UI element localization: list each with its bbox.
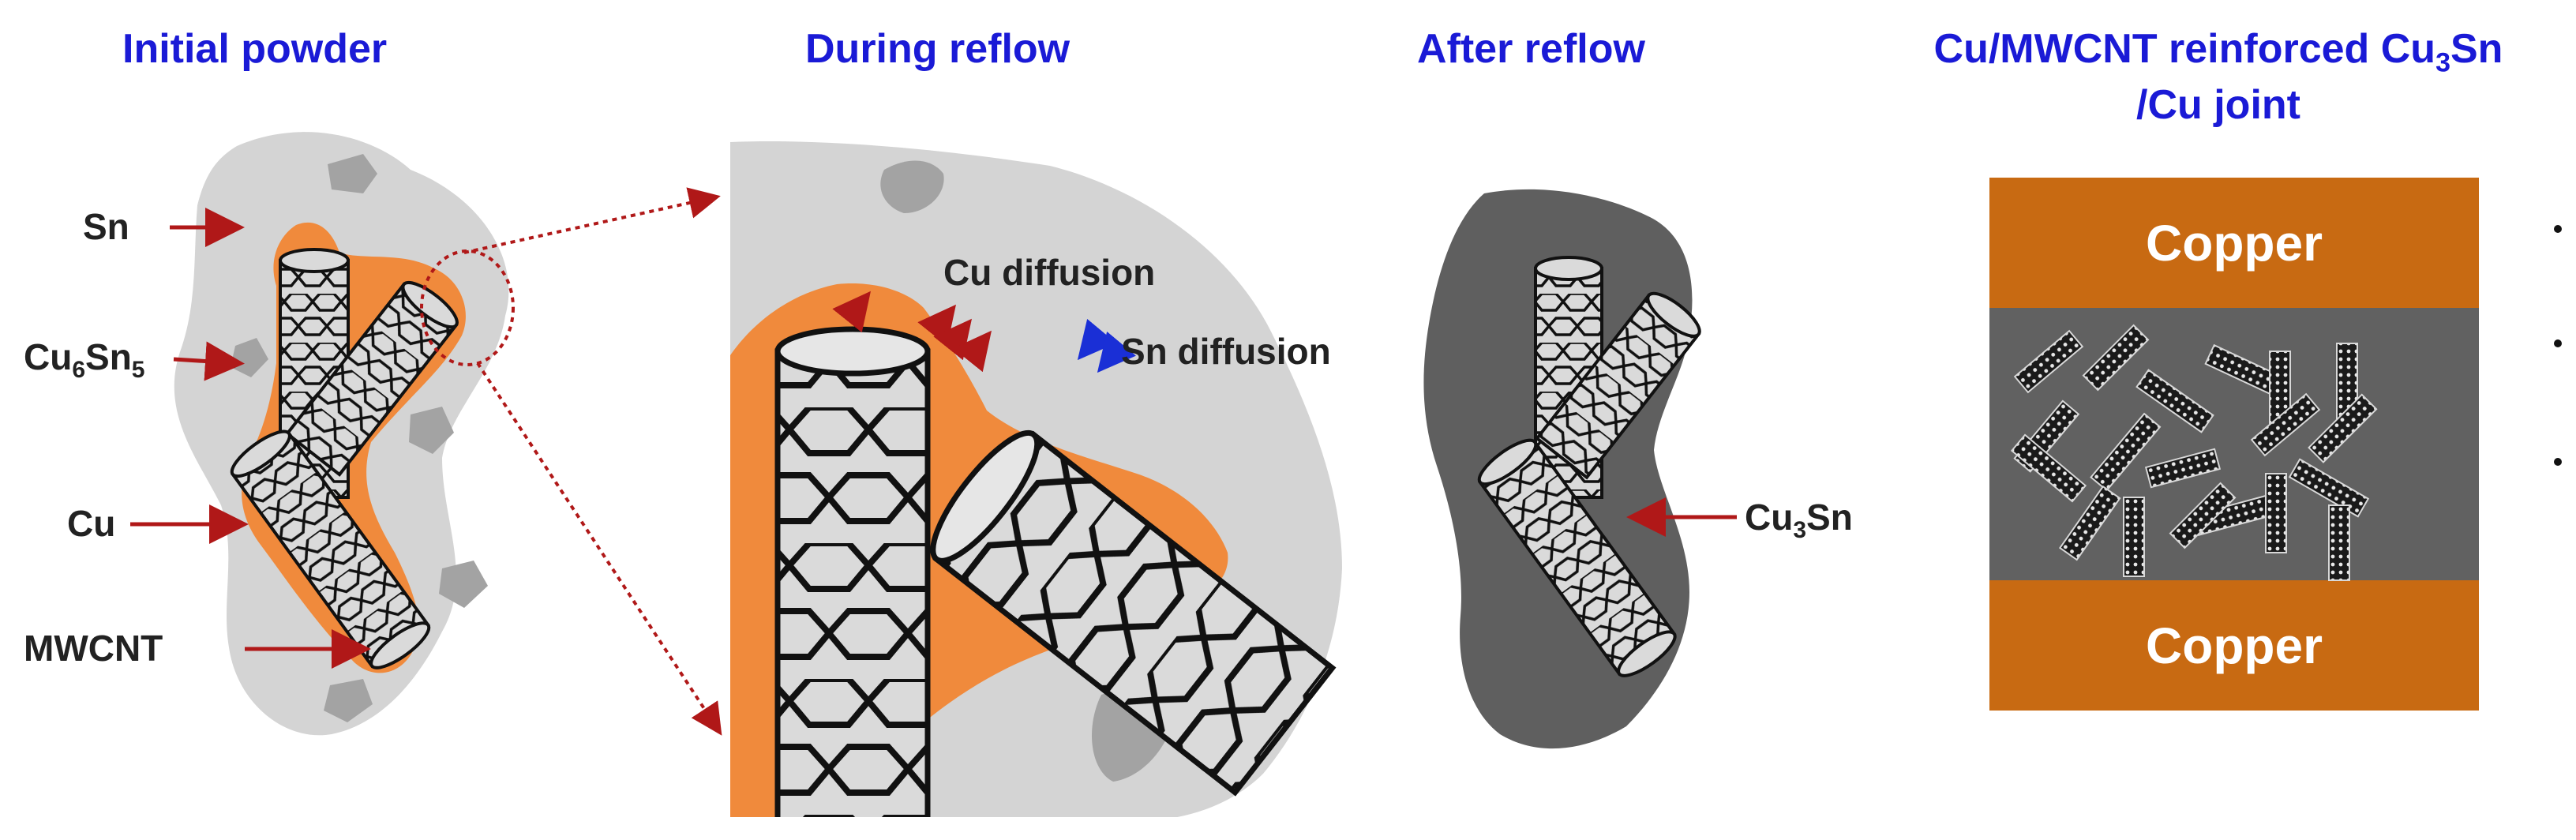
- title-joint-subscript: 3: [2435, 47, 2450, 78]
- label-sn-diffusion: Sn diffusion: [1121, 331, 1331, 372]
- cu6sn5-arrow: [173, 341, 245, 381]
- label-cu6sn5-a: Cu: [24, 336, 73, 377]
- zoom-line-top: [463, 187, 721, 254]
- cu-diffusion-arrow: [953, 330, 992, 373]
- copper-band-bottom: Copper: [1989, 580, 2479, 711]
- label-cu3sn: Cu3Sn: [1745, 496, 1853, 544]
- mwcnt-tube-after-branch: [1535, 291, 1701, 480]
- label-cu3sn-a: Cu: [1745, 497, 1794, 538]
- mwcnt-tube-zoom-diagonal: [930, 429, 1337, 797]
- cu6sn5-grain: [324, 679, 373, 722]
- cu6sn5-grain: [439, 561, 488, 608]
- mwcnt-tube-branch: [285, 280, 459, 477]
- mwcnt-tube-lower: [230, 429, 431, 669]
- cu-diffusion-arrow: [832, 291, 871, 333]
- label-cu3sn-sub: 3: [1793, 517, 1807, 544]
- label-cu-diffusion: Cu diffusion: [943, 252, 1156, 293]
- initial-powder-particle: [174, 132, 515, 736]
- title-joint: Cu/MWCNT reinforced Cu3Sn /Cu joint: [1871, 24, 2566, 131]
- sn-diffusion-arrow: [1077, 318, 1117, 361]
- after-reflow-particle: [1423, 189, 1701, 749]
- label-cu: Cu: [67, 503, 116, 544]
- label-cu3sn-b: Sn: [1806, 497, 1853, 538]
- title-joint-line1-end: Sn: [2450, 26, 2503, 72]
- cu6sn5-grain: [409, 407, 454, 454]
- label-sn: Sn: [83, 206, 129, 247]
- sn-diffusion-arrow: [1097, 331, 1137, 373]
- label-cu6sn5: Cu6Sn5: [24, 336, 144, 384]
- copper-band-top: Copper: [1989, 178, 2479, 308]
- title-after-reflow: After reflow: [1417, 26, 1645, 72]
- cu6sn5-grain: [328, 154, 377, 193]
- zoom-line-bottom: [476, 362, 722, 736]
- cu3sn-layer: [1989, 308, 2479, 580]
- label-cu6sn5-sub2: 5: [131, 357, 145, 384]
- bullet-dot: [2554, 458, 2562, 466]
- title-during-reflow: During reflow: [805, 26, 1071, 72]
- bullet-dot: [2554, 339, 2562, 347]
- zoom-circle: [420, 249, 515, 366]
- bullet-dot: [2554, 225, 2562, 233]
- label-cu6sn5-sub1: 6: [72, 357, 86, 384]
- during-reflow-panel: [730, 141, 1342, 817]
- title-joint-line2: /Cu joint: [2136, 81, 2300, 128]
- title-joint-line1: Cu/MWCNT reinforced Cu: [1933, 26, 2436, 72]
- label-mwcnt: MWCNT: [24, 628, 163, 669]
- mwcnt-tube-after-lower: [1477, 438, 1677, 677]
- cu6sn5-grain-zoom: [880, 160, 944, 213]
- title-initial-powder: Initial powder: [122, 26, 388, 72]
- label-cu6sn5-b: Sn: [85, 336, 132, 377]
- mwcnt-tube-zoom-vertical: [774, 326, 931, 817]
